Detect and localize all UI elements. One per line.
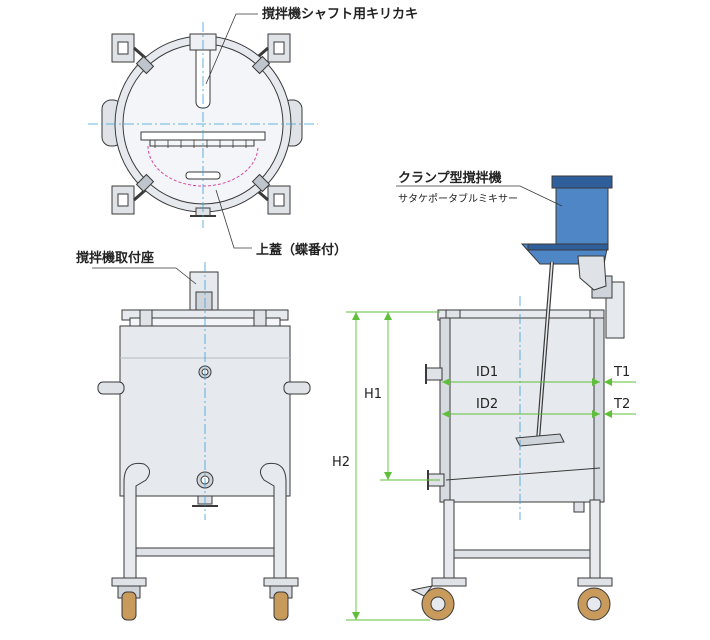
top-view-center-lines	[88, 22, 318, 228]
corner-bracket-br	[251, 184, 291, 215]
dim-label-id2: ID2	[476, 397, 498, 412]
dim-label-h1: H1	[364, 387, 382, 402]
mount-seat-leader	[92, 267, 197, 285]
front-caster-left	[111, 577, 147, 621]
label-mount-seat: 撹拌機取付座	[76, 250, 154, 266]
side-caster-left	[410, 577, 467, 621]
front-caster-right	[263, 577, 299, 621]
dim-label-h2: H2	[332, 455, 350, 470]
front-leg-left	[123, 462, 150, 591]
side-leg-left	[443, 499, 455, 587]
side-view	[410, 175, 625, 621]
dim-label-id1: ID1	[476, 365, 498, 380]
front-view	[97, 271, 311, 621]
top-view-leaders	[205, 13, 258, 249]
label-clamp-mixer-sub: サタケポータブルミキサー	[398, 192, 518, 205]
clamp-mixer	[515, 175, 613, 447]
dim-label-t1: T1	[613, 365, 630, 380]
clamp-mixer-leader	[396, 185, 563, 207]
dimension-lines	[346, 311, 636, 621]
top-view	[101, 33, 303, 217]
side-caster-right	[577, 577, 613, 621]
label-clamp-mixer: クランプ型撹拌機	[398, 170, 502, 186]
side-tank-body	[439, 317, 605, 503]
mixer-impeller	[515, 433, 565, 447]
label-shaft-cutout: 撹拌機シャフト用キリカキ	[262, 6, 418, 22]
label-top-lid: 上蓋（蝶番付）	[256, 242, 347, 258]
side-leg-right	[589, 499, 601, 587]
hidden-outlet-line	[147, 145, 259, 187]
front-leg-right	[260, 462, 287, 591]
dim-label-t2: T2	[613, 397, 630, 412]
dimension-arrows	[352, 312, 612, 620]
corner-bracket-bl	[111, 184, 151, 215]
